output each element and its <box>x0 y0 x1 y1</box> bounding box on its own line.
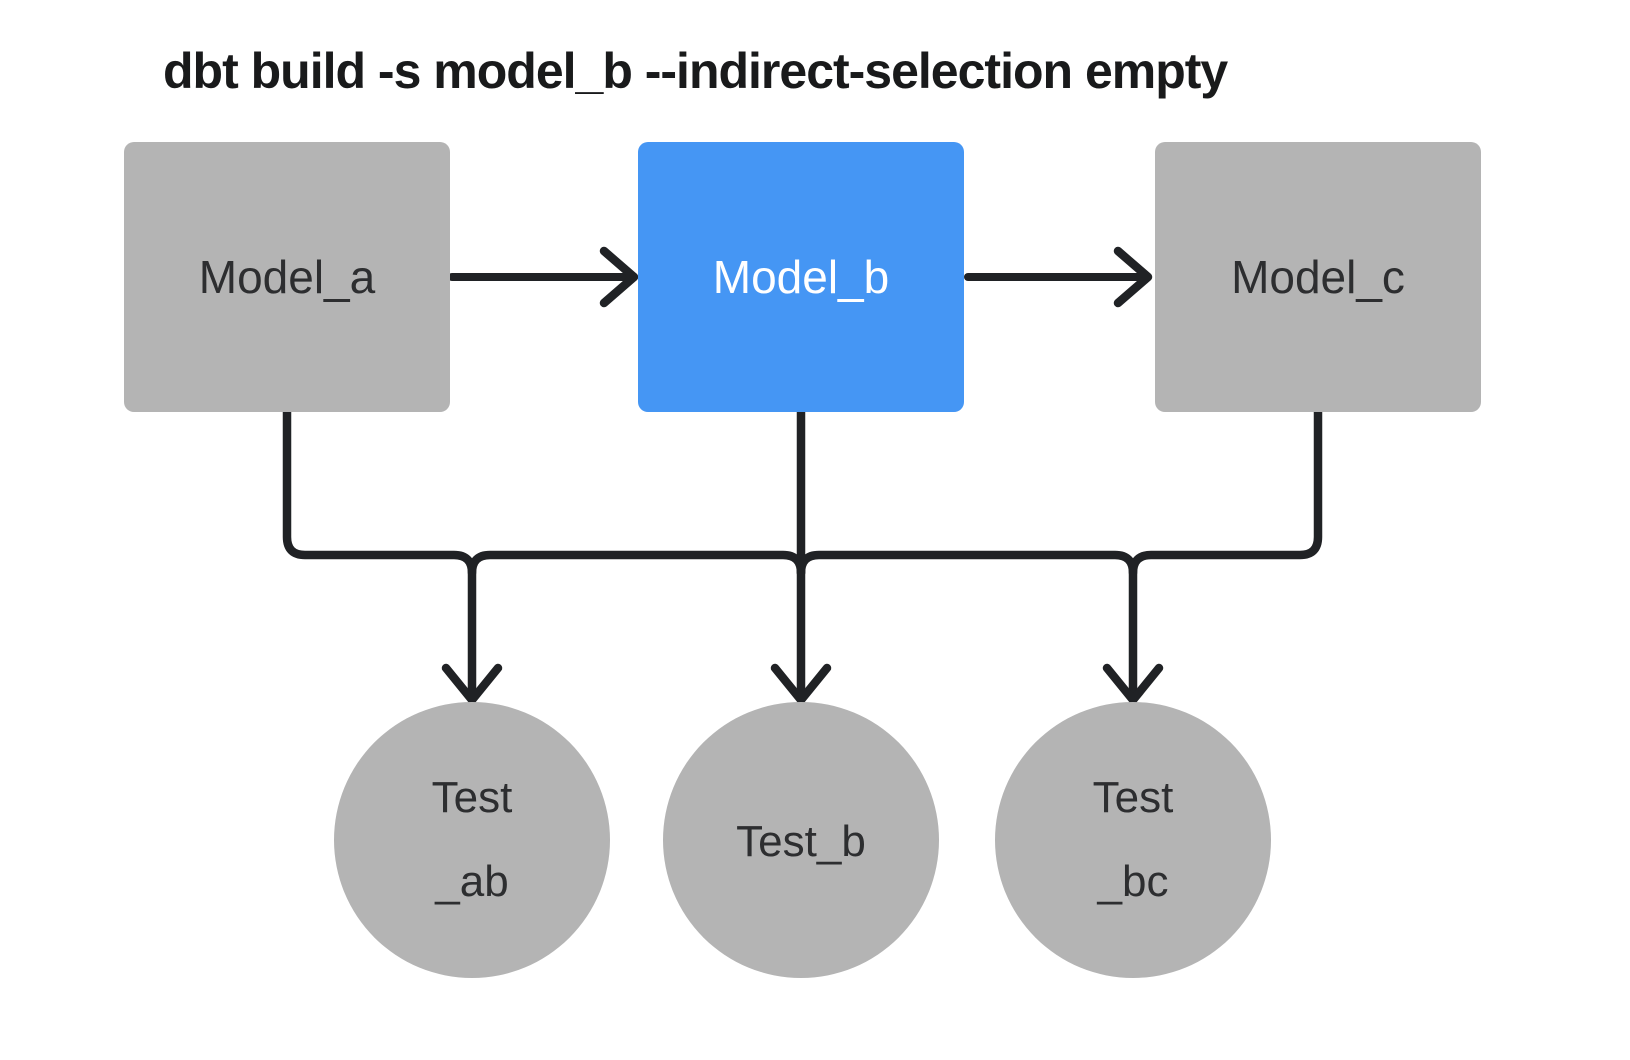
edge-model-c-to-test-bc <box>1128 407 1323 699</box>
test-node-b: Test_b <box>663 702 939 978</box>
arrowhead-down-icon <box>441 663 503 705</box>
arrowhead-right-icon <box>599 246 639 308</box>
arrowhead-down-icon <box>770 663 832 705</box>
edge-model-b-to-model-c <box>964 246 1153 308</box>
test-b-label: Test_b <box>736 817 866 866</box>
test-node-bc: Test _bc <box>995 702 1271 978</box>
test-node-ab: Test _ab <box>334 702 610 978</box>
arrowhead-right-icon <box>1113 246 1153 308</box>
model-c-label: Model_c <box>1231 251 1405 303</box>
page-title: dbt build -s model_b --indirect-selectio… <box>163 43 1228 99</box>
test-ab-circle <box>334 702 610 978</box>
edge-bus-right-segment <box>796 550 1138 578</box>
test-bc-circle <box>995 702 1271 978</box>
test-ab-label-line1: Test <box>432 773 513 822</box>
model-a-box <box>124 142 450 412</box>
model-b-label: Model_b <box>713 251 889 303</box>
edge-bus-left-segment <box>467 550 806 578</box>
test-bc-label-line1: Test <box>1093 773 1174 822</box>
model-a-label: Model_a <box>199 251 376 303</box>
arrowhead-down-icon <box>1102 663 1164 705</box>
model-b-box <box>638 142 964 412</box>
model-node-c: Model_c <box>1155 142 1481 412</box>
model-node-b-selected: Model_b <box>638 142 964 412</box>
edge-lines <box>282 246 1323 705</box>
edge-model-a-to-model-b <box>448 246 639 308</box>
model-c-box <box>1155 142 1481 412</box>
model-node-a: Model_a <box>124 142 450 412</box>
edge-model-a-to-test-ab <box>282 407 477 699</box>
test-b-circle <box>663 702 939 978</box>
test-ab-label-line2: _ab <box>434 857 508 906</box>
test-bc-label-line2: _bc <box>1097 857 1169 906</box>
